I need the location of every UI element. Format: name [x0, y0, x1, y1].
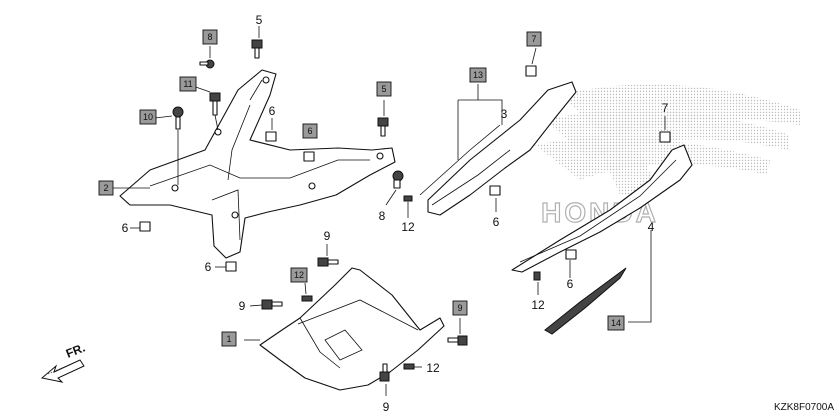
- callout-6-d: 6: [205, 260, 212, 274]
- callout-8-upper: 8: [202, 29, 218, 45]
- callout-11: 11: [179, 76, 197, 92]
- clip-6-d-icon: [225, 261, 237, 272]
- svg-text:5: 5: [381, 84, 386, 94]
- callout-5-right: 5: [376, 81, 392, 97]
- part-inner-side-cover: [419, 81, 577, 216]
- svg-text:14: 14: [611, 318, 621, 328]
- svg-text:13: 13: [473, 70, 483, 80]
- bolt-9-d-icon: [379, 363, 390, 382]
- callout-9-b: 9: [239, 299, 246, 313]
- callout-5-upper: 5: [256, 13, 263, 27]
- callout-8-right: 8: [379, 209, 386, 223]
- clip-6-e-icon: [489, 185, 501, 196]
- front-direction-arrow-icon: [40, 359, 85, 383]
- bolt-9-c-icon: [447, 335, 468, 346]
- bolt-9-b-icon: [261, 299, 283, 310]
- callout-6-a: 6: [269, 104, 276, 118]
- callout-12-a: 12: [401, 220, 415, 234]
- callout-13: 13: [469, 67, 487, 83]
- callout-12-c: 12: [426, 361, 440, 375]
- callout-6-c: 6: [122, 221, 129, 235]
- bolt-10-icon: [172, 106, 184, 130]
- callout-7-b: 7: [662, 101, 669, 115]
- part-main-side-cover: [511, 144, 693, 273]
- bolt-9-a-icon: [317, 257, 339, 267]
- fasteners: [139, 39, 671, 382]
- callout-12-d: 12: [531, 298, 545, 312]
- callout-6-f: 6: [567, 277, 574, 291]
- svg-text:8: 8: [207, 32, 212, 42]
- screw-8-upper-icon: [199, 59, 215, 69]
- callout-14: 14: [607, 315, 625, 331]
- drawing-code: KZK8F0700A: [774, 402, 834, 413]
- callout-6-b: 6: [302, 123, 318, 139]
- svg-text:11: 11: [183, 79, 192, 89]
- svg-text:6: 6: [307, 126, 312, 136]
- part-side-stripe: [544, 267, 627, 335]
- svg-text:7: 7: [531, 34, 536, 44]
- part-lower-tray: [259, 267, 445, 391]
- bolt-5-right-icon: [377, 117, 389, 137]
- screw-12-b-icon: [301, 295, 313, 302]
- clip-6-a-icon: [265, 131, 277, 142]
- svg-text:9: 9: [457, 303, 462, 313]
- bolt-11-icon: [209, 92, 221, 116]
- callout-9-c: 9: [452, 300, 468, 316]
- svg-text:10: 10: [143, 112, 153, 122]
- callout-1: 1: [221, 331, 237, 347]
- svg-text:2: 2: [103, 183, 108, 193]
- svg-text:12: 12: [294, 270, 304, 280]
- callout-9-a: 9: [324, 229, 331, 243]
- front-direction-label: FR.: [64, 341, 87, 361]
- callout-7-a: 7: [526, 31, 542, 47]
- part-floor-frame: [119, 69, 396, 259]
- svg-text:1: 1: [226, 334, 231, 344]
- callouts: 1 2 3 4 5 5 6 6 6 6 6 6 7 7 8 8 9 9 9 9 …: [98, 13, 669, 414]
- callout-12-b: 12: [290, 267, 308, 283]
- clip-7-b-icon: [659, 131, 671, 143]
- leader-lines: [113, 26, 666, 396]
- callout-4: 4: [648, 220, 655, 234]
- clip-7-a-icon: [525, 65, 537, 77]
- callout-9-d: 9: [383, 400, 390, 414]
- clip-6-c-icon: [139, 221, 151, 232]
- clip-6-b-icon: [303, 151, 315, 162]
- callout-6-e: 6: [493, 215, 500, 229]
- callout-10: 10: [139, 109, 157, 125]
- screw-12-d-icon: [533, 271, 541, 281]
- screw-8-right-icon: [392, 170, 404, 189]
- screw-12-a-icon: [403, 195, 413, 202]
- callout-2: 2: [98, 180, 114, 196]
- callout-3: 3: [501, 107, 508, 121]
- screw-12-c-icon: [403, 363, 415, 370]
- clip-6-f-icon: [565, 249, 577, 260]
- bolt-5-upper-icon: [251, 39, 263, 59]
